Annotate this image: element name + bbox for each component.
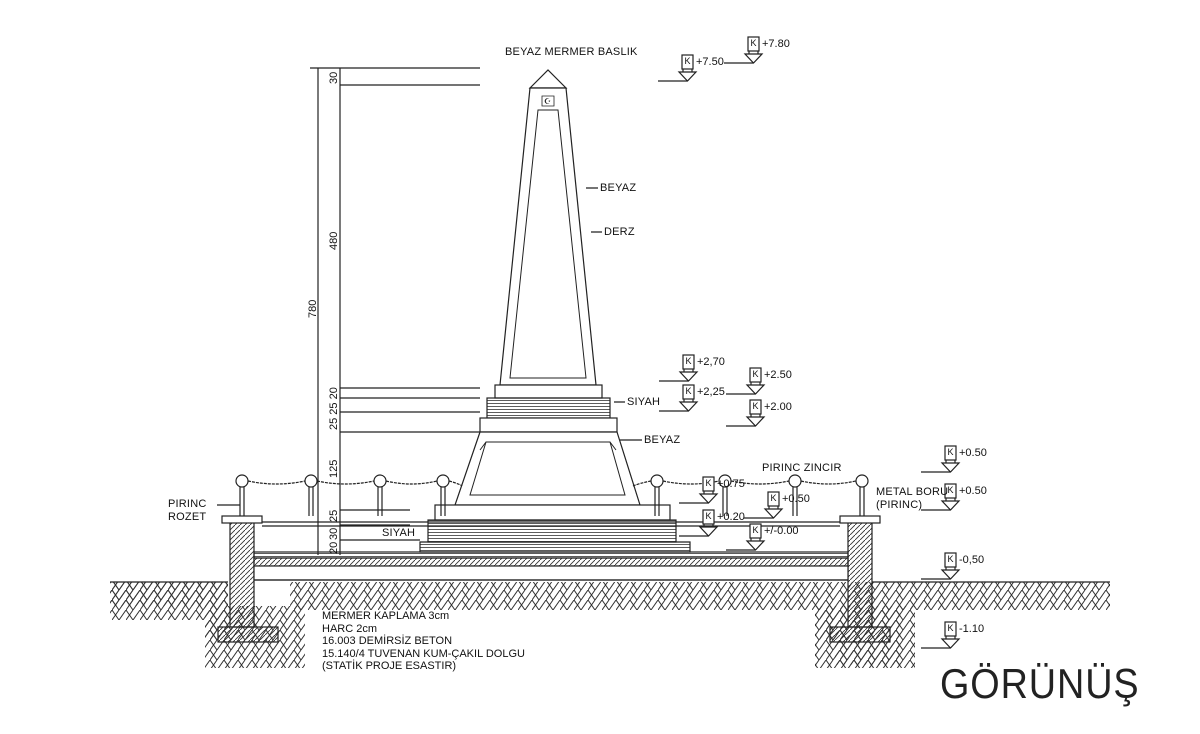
foundation-wall-left	[229, 521, 255, 628]
level-marker	[726, 523, 766, 551]
pedestal	[454, 431, 641, 506]
level-value: +0.75	[717, 478, 745, 490]
note: MERMER KAPLAMA 3cm	[322, 610, 450, 622]
level-marker	[726, 399, 766, 427]
material-notes: MERMER KAPLAMA 3cm HARC 2cm 16.003 DEMİR…	[322, 610, 525, 673]
chain-post	[654, 487, 660, 516]
level-value: +0.50	[959, 485, 987, 497]
post-finial	[235, 474, 249, 488]
post-finial	[373, 474, 387, 488]
level-marker	[744, 491, 784, 519]
dim-floor: 20	[328, 541, 340, 554]
level-marker-letter: K	[750, 38, 757, 48]
dim-total: 780	[307, 299, 319, 318]
level-marker-letter: K	[752, 401, 759, 411]
note: 16.003 DEMİRSİZ BETON	[322, 635, 453, 647]
chain-post	[792, 487, 798, 516]
post-finial	[650, 474, 664, 488]
post-finial	[436, 474, 450, 488]
level-marker	[658, 54, 698, 82]
chain-post	[377, 487, 383, 516]
level-marker-letter: K	[705, 511, 712, 521]
post-finial	[304, 474, 318, 488]
level-marker	[921, 552, 961, 580]
label-pipe-material: (PIRINC)	[876, 499, 923, 511]
post-finial	[855, 474, 869, 488]
label-chain: PIRINC ZINCIR	[762, 462, 842, 474]
chain-post	[308, 487, 314, 516]
level-marker	[726, 367, 766, 395]
level-marker-letter: K	[947, 485, 954, 495]
level-marker	[724, 36, 764, 64]
level-value: +7.50	[696, 56, 724, 68]
level-value: +7.80	[762, 38, 790, 50]
level-value: -0,50	[959, 554, 985, 566]
label-pedestal-color: BEYAZ	[644, 434, 681, 446]
label-cap: BEYAZ MERMER BASLIK	[505, 46, 638, 58]
level-marker-letter: K	[685, 386, 692, 396]
level-marker-letter: K	[684, 56, 691, 66]
level-marker-letter: K	[752, 369, 759, 379]
label-joint: DERZ	[604, 226, 635, 238]
dim-pedestal: 125	[328, 459, 340, 478]
level-marker	[921, 445, 961, 473]
label-rosette-2: ROZET	[168, 511, 207, 523]
level-marker	[659, 384, 699, 412]
level-marker	[679, 476, 719, 504]
level-value: +2,70	[697, 356, 725, 368]
level-marker-letter: K	[947, 447, 954, 457]
level-marker-letter: K	[947, 554, 954, 564]
level-marker-letter: K	[685, 356, 692, 366]
level-value: -1.10	[959, 623, 985, 635]
svg-text:☪: ☪	[544, 97, 551, 106]
level-value: +2.50	[764, 369, 792, 381]
chain-post	[239, 487, 245, 516]
level-marker	[921, 621, 961, 649]
level-marker-letter: K	[752, 525, 759, 535]
dim-band: 25 25 20	[328, 387, 340, 430]
level-marker	[659, 354, 699, 382]
note: HARC 2cm	[322, 622, 378, 635]
level-marker-letter: K	[705, 478, 712, 488]
label-band-color: SIYAH	[627, 396, 661, 408]
note: (STATİK PROJE ESASTIR)	[322, 660, 457, 672]
label-base-color: SIYAH	[382, 527, 416, 539]
chain-post	[440, 487, 446, 516]
brass-chain	[247, 480, 857, 487]
dim-base: 25	[328, 509, 340, 522]
level-marker-letter: K	[947, 623, 954, 633]
level-marker	[921, 483, 961, 511]
level-value: +0.50	[959, 447, 987, 459]
chain-post	[859, 487, 865, 516]
label-rosette: PIRINC	[168, 498, 207, 510]
level-value: +2,25	[697, 386, 725, 398]
post-finial	[788, 474, 802, 488]
dim-cap: 30	[328, 71, 340, 84]
dim-step: 30	[328, 527, 340, 540]
level-marker	[679, 509, 719, 537]
note: 15.140/4 TUVENAN KUM-ÇAKIL DOLGU	[322, 647, 525, 660]
level-value: +0.20	[717, 511, 745, 523]
label-shaft-color: BEYAZ	[600, 182, 637, 194]
foundation-wall-right	[847, 521, 873, 628]
label-pipe: METAL BORU	[876, 486, 949, 498]
drawing-title: GÖRÜNÜŞ	[940, 660, 1140, 707]
obelisk-cap	[528, 69, 568, 89]
level-value: +/-0.00	[764, 525, 799, 537]
chain-post	[722, 487, 728, 516]
level-value: +2.00	[764, 401, 792, 413]
dim-shaft: 480	[328, 231, 340, 250]
level-value: +0.50	[782, 493, 810, 505]
level-marker-letter: K	[770, 493, 777, 503]
